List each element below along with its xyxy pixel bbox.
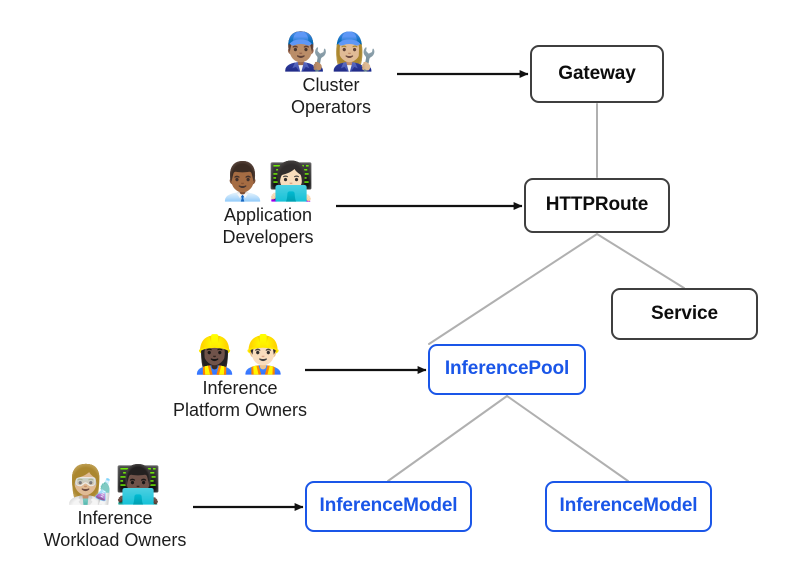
node-label-inferencemodel1: InferenceModel xyxy=(319,495,458,517)
node-label-inferencemodel2: InferenceModel xyxy=(559,495,698,517)
persona-avatar-icon-inference-platform-owners: 👷🏿‍♀️👷🏻‍♂️ xyxy=(191,333,289,376)
node-label-service: Service xyxy=(651,302,718,324)
node-label-inferencepool: InferencePool xyxy=(444,358,570,380)
node-inferencemodel1[interactable]: InferenceModel xyxy=(305,481,472,532)
node-label-gateway: Gateway xyxy=(558,62,636,84)
node-label-httproute: HTTPRoute xyxy=(545,194,649,216)
node-inferencemodel2[interactable]: InferenceModel xyxy=(545,481,712,532)
persona-arrows xyxy=(193,70,529,511)
persona-avatar-icon-application-developers: 👨🏾‍💼👩🏻‍💻 xyxy=(219,160,317,203)
node-httproute[interactable]: HTTPRoute xyxy=(524,178,670,233)
node-inferencepool[interactable]: InferencePool xyxy=(428,344,586,395)
node-service[interactable]: Service xyxy=(611,288,758,340)
persona-label-inference-workload-owners: Inference Workload Owners xyxy=(43,508,187,550)
persona-label-inference-platform-owners: Inference Platform Owners xyxy=(172,378,308,420)
persona-inference-workload-owners: 👩🏼‍🔬👨🏿‍💻Inference Workload Owners xyxy=(10,466,220,552)
wire-inferencepool-model2 xyxy=(506,395,629,482)
persona-label-application-developers: Application Developers xyxy=(222,205,314,247)
wire-httproute-service xyxy=(596,233,685,289)
wire-httproute-inferencepool xyxy=(428,233,598,345)
persona-application-developers: 👨🏾‍💼👩🏻‍💻Application Developers xyxy=(163,163,373,249)
node-gateway[interactable]: Gateway xyxy=(530,45,664,103)
persona-cluster-operators: 👨🏽‍🔧👩🏼‍🔧Cluster Operators xyxy=(226,33,436,119)
persona-avatar-icon-cluster-operators: 👨🏽‍🔧👩🏼‍🔧 xyxy=(282,30,380,73)
persona-avatar-icon-inference-workload-owners: 👩🏼‍🔬👨🏿‍💻 xyxy=(66,463,164,506)
persona-inference-platform-owners: 👷🏿‍♀️👷🏻‍♂️Inference Platform Owners xyxy=(135,336,345,422)
wire-inferencepool-model1 xyxy=(387,395,508,482)
persona-label-cluster-operators: Cluster Operators xyxy=(290,75,372,117)
